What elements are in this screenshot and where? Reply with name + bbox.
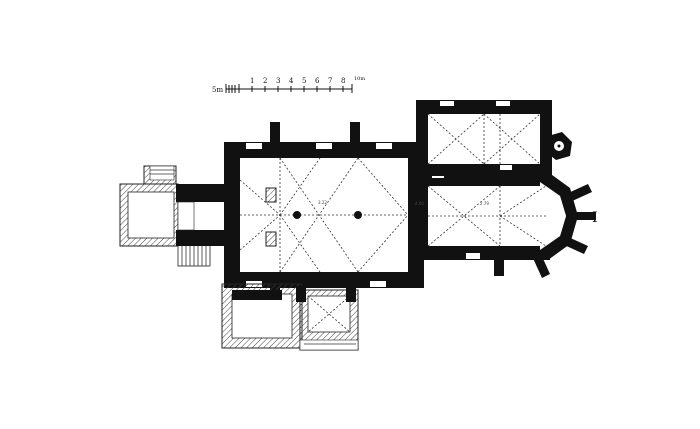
scale-bar: 5m 1 2 3 4 5 6 7 8 10m — [212, 76, 365, 94]
scale-bar-number-5: 5 — [302, 77, 306, 85]
scale-bar-number-6: 6 — [315, 77, 320, 85]
column — [293, 211, 301, 219]
sheet-mark: I — [592, 210, 598, 226]
scale-bar-number-4: 4 — [289, 77, 294, 85]
scale-bar-number-8: 8 — [341, 77, 345, 85]
column — [354, 211, 362, 219]
dimension-mark: 4.60 — [415, 201, 424, 206]
south-annex — [221, 283, 359, 351]
scale-bar-right-label: 10m — [354, 76, 365, 82]
dimension-mark: 2.79 — [480, 201, 489, 206]
chancel: 2.79 4.60 — [415, 172, 596, 278]
west-porch — [119, 165, 236, 267]
north-sacristy — [416, 100, 572, 176]
scale-bar-number-7: 7 — [328, 77, 332, 85]
scale-bar-number-3: 3 — [276, 77, 280, 85]
nave: 3.22 — [224, 122, 424, 300]
scale-bar-number-1: 1 — [250, 77, 254, 85]
scale-bar-left-label: 5m — [212, 86, 223, 94]
stairs — [149, 165, 211, 267]
dimension-mark: 3.22 — [318, 200, 327, 205]
scale-bar-number-2: 2 — [263, 77, 267, 85]
